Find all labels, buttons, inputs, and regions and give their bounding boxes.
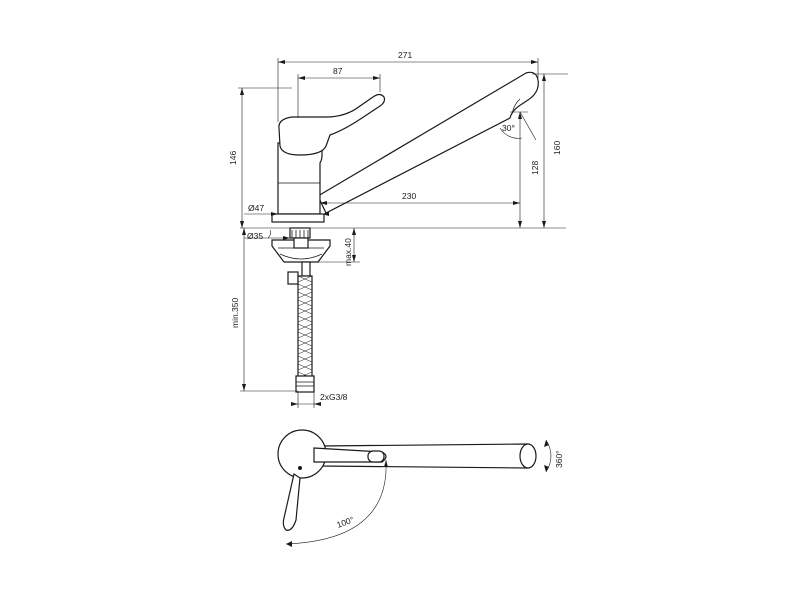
dim-230: 230: [320, 191, 520, 205]
label-230: 230: [402, 191, 416, 201]
dim-146: 146: [228, 87, 292, 228]
dim-g38: 2xG3/8: [291, 392, 348, 408]
dim-128: 128: [510, 111, 540, 228]
dim-160: 160: [532, 73, 568, 228]
dim-360deg: 360°: [544, 439, 564, 473]
base-plate: [271, 213, 325, 223]
label-30deg: 30°: [502, 123, 515, 133]
label-g38: 2xG3/8: [320, 392, 348, 402]
label-146: 146: [228, 151, 238, 165]
dim-30deg: 30°: [499, 111, 537, 141]
label-100deg: 100°: [335, 514, 355, 529]
flexible-hose: [297, 275, 313, 381]
hose-end-fitting: [295, 375, 315, 393]
label-271: 271: [398, 50, 412, 60]
dim-35: Ø35: [244, 229, 290, 241]
label-360deg: 360°: [554, 450, 564, 468]
dim-271: 271: [277, 50, 539, 122]
label-128: 128: [530, 161, 540, 175]
lever-handle: [278, 93, 386, 156]
label-160: 160: [552, 141, 562, 155]
label-min350: min.350: [230, 297, 240, 328]
label-87: 87: [333, 66, 343, 76]
label-35: Ø35: [247, 231, 263, 241]
label-max40: max.40: [343, 238, 353, 266]
top-view: 100° 360°: [277, 429, 564, 547]
dim-min350: min.350: [230, 228, 298, 392]
lever-rotated: [282, 473, 301, 531]
dim-87: 87: [297, 66, 381, 118]
label-47: Ø47: [248, 203, 264, 213]
side-view: 271 87 146 160: [228, 50, 568, 408]
spout: [317, 71, 539, 214]
tap-body: [277, 142, 323, 215]
dim-max40: max.40: [310, 228, 360, 266]
dim-47: Ø47: [244, 203, 329, 216]
